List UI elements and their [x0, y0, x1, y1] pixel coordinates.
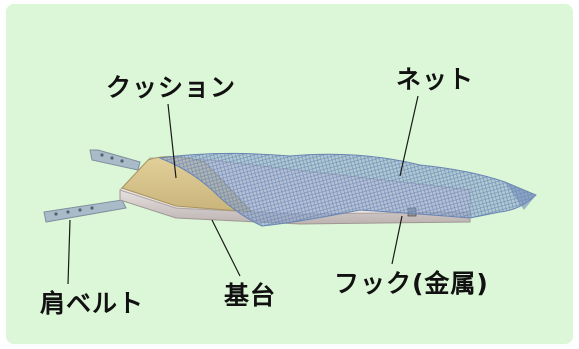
- label-hook: フック(金属): [334, 264, 489, 300]
- leader-line-base: [212, 220, 240, 276]
- label-net: ネット: [396, 60, 474, 96]
- label-cushion: クッション: [106, 68, 236, 104]
- label-shoulder-belt: 肩ベルト: [40, 284, 144, 320]
- shoulder-belt-lower: [44, 200, 126, 222]
- label-base: 基台: [224, 276, 276, 312]
- leader-line-shoulder-belt: [68, 220, 70, 284]
- shoulder-belt-upper: [90, 150, 140, 170]
